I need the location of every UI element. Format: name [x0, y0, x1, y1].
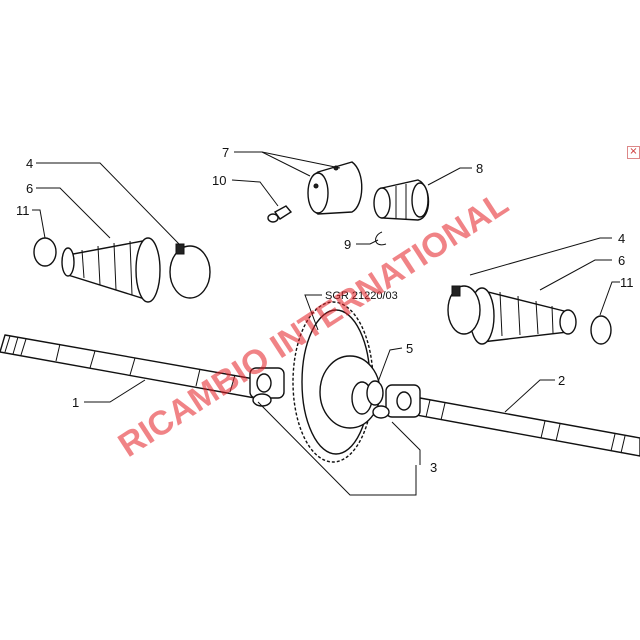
crown-gear: [292, 301, 381, 463]
seal-ring: [366, 380, 384, 406]
bolt: [267, 205, 293, 223]
retaining-clip: [375, 231, 387, 246]
callout-3: 3: [430, 460, 437, 475]
reference-code: SGR 21220/03: [325, 290, 398, 302]
differential-housing: [307, 161, 363, 215]
right-drive-shaft: [415, 397, 640, 457]
leader-lines: [32, 151, 620, 496]
callout-9: 9: [344, 237, 351, 252]
bearing-sleeve: [373, 179, 430, 221]
callout-7: 7: [222, 145, 229, 160]
callout-4-left: 4: [26, 156, 33, 171]
callout-8: 8: [476, 161, 483, 176]
close-icon[interactable]: ×: [627, 146, 640, 159]
callout-6-left: 6: [26, 181, 33, 196]
left-joint-cup: [249, 367, 285, 407]
callout-11-left: 11: [16, 203, 30, 218]
callout-11-right: 11: [620, 275, 634, 290]
callout-6-right: 6: [618, 253, 625, 268]
callout-2: 2: [558, 373, 565, 388]
left-boot-assembly: [33, 237, 211, 303]
callout-5: 5: [406, 341, 413, 356]
right-boot-assembly: [447, 285, 612, 345]
right-joint-cup: [372, 384, 421, 419]
callout-4-right: 4: [618, 231, 625, 246]
callout-1: 1: [72, 395, 79, 410]
callout-10: 10: [212, 173, 226, 188]
